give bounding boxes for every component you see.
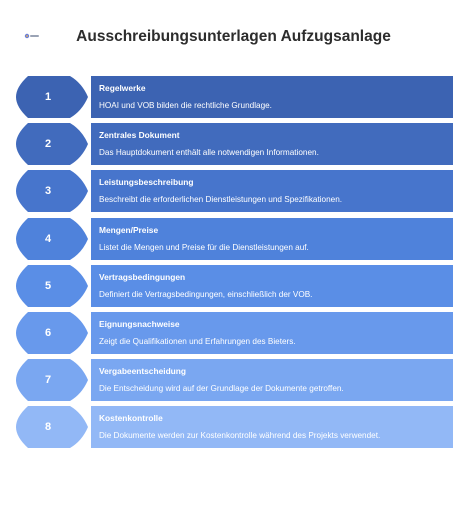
step-title: Regelwerke [99, 83, 146, 93]
step-row: 8 Kostenkontrolle Die Dokumente werden z… [16, 406, 453, 449]
step-description: Definiert die Vertragsbedingungen, einsc… [99, 289, 313, 299]
steps-list: 1 Regelwerke HOAI und VOB bilden die rec… [16, 76, 453, 454]
step-marker [16, 311, 88, 354]
step-description: HOAI und VOB bilden die rechtliche Grund… [99, 101, 272, 110]
step-row: 3 Leistungsbeschreibung Beschreibt die e… [16, 170, 453, 213]
step-description: Das Hauptdokument enthält alle notwendig… [99, 148, 319, 158]
step-marker [16, 406, 88, 449]
step-title: Mengen/Preise [99, 224, 159, 235]
step-description: Die Entscheidung wird auf der Grundlage … [99, 384, 344, 394]
step-description: Beschreibt die erforderlichen Dienstleis… [99, 195, 343, 205]
step-row: 2 Zentrales Dokument Das Hauptdokument e… [16, 123, 453, 166]
step-title: Vertragsbedingungen [99, 271, 186, 282]
page-title: Ausschreibungsunterlagen Aufzugsanlage [76, 28, 391, 45]
step-number: 3 [44, 185, 52, 198]
step-card: Regelwerke HOAI und VOB bilden die recht… [91, 76, 453, 118]
step-card: Mengen/Preise Listet die Mengen und Prei… [91, 217, 453, 260]
step-marker [16, 76, 88, 118]
step-title: Zentrales Dokument [99, 130, 180, 141]
step-number: 2 [44, 138, 52, 151]
step-number: 5 [44, 279, 52, 292]
step-card: Kostenkontrolle Die Dokumente werden zur… [91, 406, 453, 449]
step-number: 1 [44, 91, 52, 103]
step-number: 8 [44, 421, 52, 434]
step-card: Vertragsbedingungen Definiert die Vertra… [91, 264, 453, 307]
step-row: 1 Regelwerke HOAI und VOB bilden die rec… [16, 76, 453, 118]
step-title: Kostenkontrolle [99, 413, 163, 424]
step-row: 4 Mengen/Preise Listet die Mengen und Pr… [16, 217, 453, 260]
step-title: Vergabeentscheidung [99, 366, 187, 377]
step-row: 6 Eignungsnachweise Zeigt die Qualifikat… [16, 311, 453, 354]
step-card: Zentrales Dokument Das Hauptdokument ent… [91, 123, 453, 166]
step-title: Leistungsbeschreibung [99, 177, 194, 188]
step-marker [16, 123, 88, 166]
step-number: 4 [44, 232, 52, 245]
step-row: 7 Vergabeentscheidung Die Entscheidung w… [16, 359, 453, 402]
step-marker [16, 170, 88, 213]
step-description: Zeigt die Qualifikationen und Erfahrunge… [99, 336, 296, 346]
napkin-logo-icon [24, 27, 40, 39]
step-card: Leistungsbeschreibung Beschreibt die erf… [91, 170, 453, 213]
step-number: 7 [44, 374, 52, 387]
step-marker [16, 217, 88, 260]
step-title: Eignungsnachweise [99, 318, 180, 329]
step-card: Vergabeentscheidung Die Entscheidung wir… [91, 359, 453, 402]
step-card: Eignungsnachweise Zeigt die Qualifikatio… [91, 311, 453, 354]
step-marker [16, 264, 88, 307]
step-number: 6 [44, 326, 52, 339]
step-marker [16, 359, 88, 402]
step-description: Listet die Mengen und Preise für die Die… [99, 242, 309, 252]
step-description: Die Dokumente werden zur Kostenkontrolle… [99, 431, 381, 441]
step-row: 5 Vertragsbedingungen Definiert die Vert… [16, 264, 453, 307]
